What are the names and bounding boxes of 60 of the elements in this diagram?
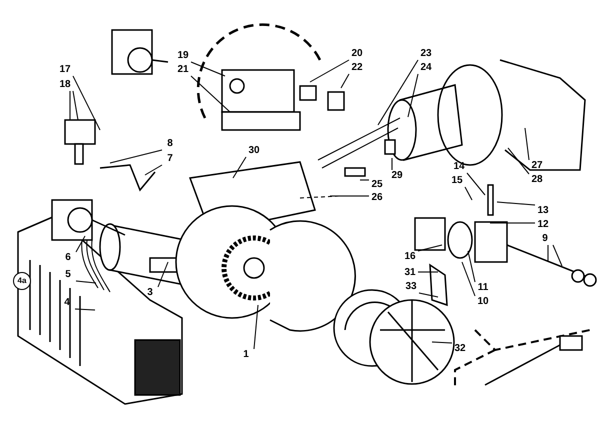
- callout-number: 23: [418, 48, 434, 60]
- callout-number: 6: [60, 252, 76, 264]
- leader-line: [76, 280, 96, 284]
- callout-number: 12: [535, 219, 551, 231]
- leader-line: [110, 150, 162, 164]
- leader-line: [466, 172, 486, 196]
- callout-number: 29: [389, 170, 405, 182]
- callout-number: 27: [529, 160, 545, 172]
- leader-line: [76, 236, 86, 252]
- leader-line: [190, 62, 226, 76]
- leader-line: [496, 202, 536, 206]
- leader-line: [432, 342, 452, 344]
- leader-line: [524, 128, 530, 160]
- callout-number: 25: [369, 179, 385, 191]
- callout-number: 22: [349, 62, 365, 74]
- leader-line: [490, 222, 536, 224]
- callout-number: 28: [529, 174, 545, 186]
- leader-line: [462, 262, 476, 296]
- callout-number: 16: [402, 251, 418, 263]
- callout-number: 30: [246, 145, 262, 157]
- callout-number: 3: [142, 287, 158, 299]
- callout-number: 31: [402, 267, 418, 279]
- leader-line: [418, 292, 438, 298]
- callout-number: 33: [403, 281, 419, 293]
- callout-number: 15: [449, 175, 465, 187]
- leader-line: [72, 76, 100, 130]
- callout-number: 13: [535, 205, 551, 217]
- callout-number: 24: [418, 62, 434, 74]
- callout-number: 18: [57, 79, 73, 91]
- callout-number: 17: [57, 64, 73, 76]
- callout-number: 10: [475, 296, 491, 308]
- leader-line: [552, 244, 562, 266]
- leader-line: [158, 262, 168, 288]
- callout-number: 9: [537, 233, 553, 245]
- leader-line: [72, 90, 78, 120]
- leader-line: [232, 156, 246, 178]
- part-marking: 4a: [13, 272, 31, 290]
- leader-line: [408, 74, 418, 118]
- leader-line: [378, 60, 418, 126]
- leader-line: [418, 244, 442, 252]
- callout-number: 1: [238, 349, 254, 361]
- leader-line: [144, 164, 162, 176]
- callout-number: 11: [475, 282, 491, 294]
- callout-number: 4: [59, 297, 75, 309]
- leader-line: [468, 250, 476, 282]
- leader-line: [254, 304, 258, 350]
- callout-number: 5: [60, 269, 76, 281]
- callout-number: 21: [175, 64, 191, 76]
- leader-line: [464, 186, 472, 200]
- callout-number: 20: [349, 48, 365, 60]
- callout-number: 19: [175, 50, 191, 62]
- leader-line: [340, 74, 350, 88]
- leader-line: [74, 308, 96, 310]
- callout-number: 8: [162, 138, 178, 150]
- callout-number: 7: [162, 153, 178, 165]
- callout-number: 32: [452, 343, 468, 355]
- leader-line: [508, 148, 530, 174]
- leader-line: [190, 76, 230, 112]
- callout-number: 26: [369, 192, 385, 204]
- leader-line: [310, 60, 350, 82]
